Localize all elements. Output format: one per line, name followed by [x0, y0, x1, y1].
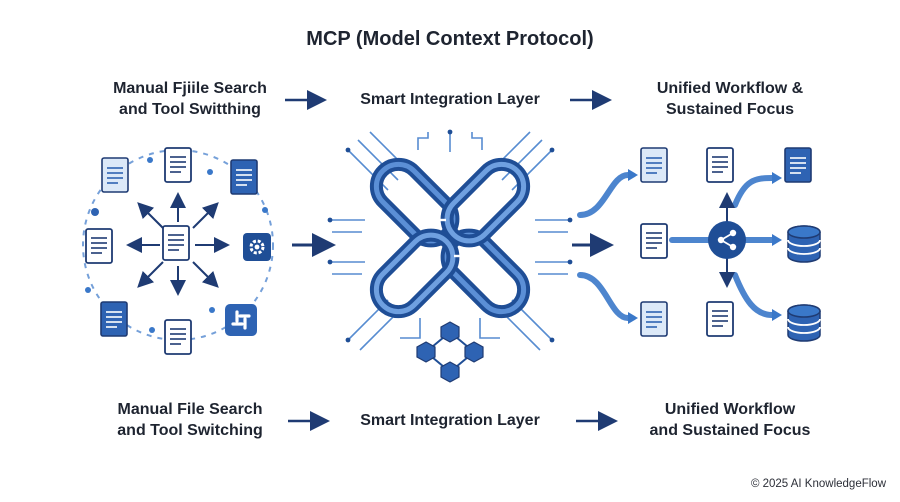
top-right-caption-line2: Sustained Focus: [665, 101, 795, 118]
top-right-caption: Unified Workflow & Sustained Focus: [610, 78, 850, 120]
document-icon: [706, 147, 734, 183]
document-icon: [640, 223, 668, 259]
bottom-left-caption: Manual File Search and Tool Switching: [80, 399, 300, 441]
database-icon: [787, 304, 821, 342]
document-icon: [100, 301, 128, 337]
chain-link-icon: [369, 157, 531, 319]
document-icon: [784, 147, 812, 183]
document-icon: [230, 159, 258, 195]
document-icon: [101, 157, 129, 193]
bottom-middle-caption: Smart Integration Layer: [360, 412, 540, 429]
document-icon: [162, 225, 190, 261]
cube-network-icon: [416, 321, 484, 383]
document-icon: [164, 319, 192, 355]
middle-panel: [327, 129, 573, 383]
document-icon: [85, 228, 113, 264]
document-icon: [706, 301, 734, 337]
document-icon: [640, 147, 668, 183]
top-right-caption-line1: Unified Workflow &: [656, 80, 804, 97]
bottom-left-caption-line2: and Tool Switching: [117, 422, 263, 439]
bottom-right-caption-line1: Unified Workflow: [664, 401, 796, 418]
share-hub-icon: [708, 192, 746, 288]
bottom-left-caption-line1: Manual File Search: [117, 401, 263, 418]
top-left-caption: Manual Fjiile Search and Tool Switthing: [80, 78, 300, 120]
slack-icon: [225, 304, 257, 336]
page-title: MCP (Model Context Protocol): [306, 28, 594, 50]
gear-icon: [243, 233, 271, 261]
document-icon: [164, 147, 192, 183]
bottom-right-caption-line2: and Sustained Focus: [649, 422, 811, 439]
left-panel: [82, 147, 274, 355]
top-middle-caption: Smart Integration Layer: [360, 91, 540, 108]
copyright-footer: © 2025 AI KnowledgeFlow: [750, 478, 886, 490]
top-left-caption-line1: Manual Fjiile Search: [113, 80, 267, 97]
database-icon: [787, 225, 821, 263]
bottom-right-caption: Unified Workflow and Sustained Focus: [610, 399, 850, 441]
document-icon: [640, 301, 668, 337]
right-panel: [577, 147, 821, 342]
top-left-caption-line2: and Tool Switthing: [119, 101, 261, 118]
